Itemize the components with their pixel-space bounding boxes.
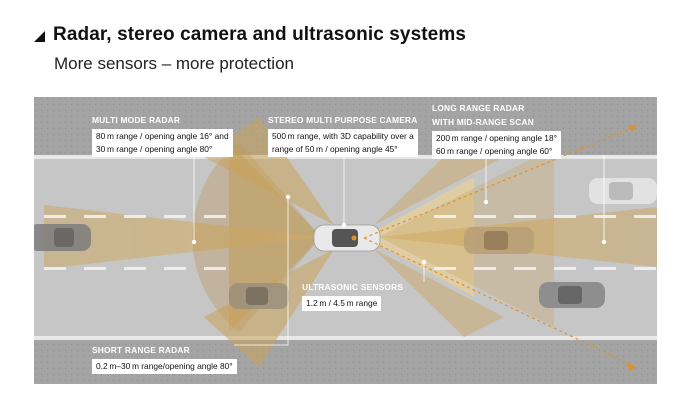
stereo-camera-line1: 500 m range, with 3D capability over a <box>272 131 414 141</box>
stereo-camera-spec: 500 m range, with 3D capability over a r… <box>268 129 418 157</box>
label-long-range-radar: LONG RANGE RADAR WITH MID-RANGE SCAN 200… <box>432 101 561 159</box>
long-range-radar-heading1: LONG RANGE RADAR <box>432 103 525 113</box>
long-range-radar-line1: 200 m range / opening angle 18° <box>436 133 557 143</box>
ultrasonic-heading: ULTRASONIC SENSORS <box>302 282 404 292</box>
label-ultrasonic: ULTRASONIC SENSORS 1.2 m / 4.5 m range <box>302 280 403 311</box>
multi-mode-radar-heading: MULTI MODE RADAR <box>92 115 181 125</box>
ego-vehicle <box>313 224 381 252</box>
short-range-radar-heading: SHORT RANGE RADAR <box>92 345 190 355</box>
title: Radar, stereo camera and ultrasonic syst… <box>34 24 466 46</box>
ultrasonic-spec: 1.2 m / 4.5 m range <box>302 296 382 311</box>
title-text: Radar, stereo camera and ultrasonic syst… <box>53 24 466 45</box>
multi-mode-radar-line2: 30 m range / opening angle 80° <box>96 144 213 154</box>
car-right-top <box>589 178 657 204</box>
stereo-camera-heading: STEREO MULTI PURPOSE CAMERA <box>268 115 418 125</box>
rear-long-radar-cone <box>44 205 321 269</box>
multi-mode-radar-line1: 80 m range / opening angle 16° and <box>96 131 229 141</box>
car-rear-left <box>34 224 91 251</box>
title-block: Radar, stereo camera and ultrasonic syst… <box>34 24 466 74</box>
sensor-diagram: MULTI MODE RADAR 80 m range / opening an… <box>34 97 657 384</box>
multi-mode-radar-spec: 80 m range / opening angle 16° and 30 m … <box>92 129 233 157</box>
triangle-icon <box>34 30 45 42</box>
stereo-camera-line2: range of 50 m / opening angle 45° <box>272 144 398 154</box>
short-range-radar-cone-fl <box>374 137 504 225</box>
car-front-center <box>464 227 534 254</box>
label-stereo-camera: STEREO MULTI PURPOSE CAMERA 500 m range,… <box>268 113 418 157</box>
short-range-radar-cone-rl <box>204 117 334 225</box>
long-range-radar-heading2: WITH MID-RANGE SCAN <box>432 117 534 127</box>
label-multi-mode-radar: MULTI MODE RADAR 80 m range / opening an… <box>92 113 233 157</box>
car-right-bottom <box>539 282 605 308</box>
label-short-range-radar: SHORT RANGE RADAR 0.2 m–30 m range/openi… <box>92 343 237 374</box>
detection-arrows <box>363 126 635 366</box>
short-range-radar-line1: 0.2 m–30 m range/opening angle 80° <box>96 361 233 371</box>
ultrasonic-line1: 1.2 m / 4.5 m range <box>306 298 378 308</box>
long-range-radar-line2: 60 m range / opening angle 60° <box>436 146 553 156</box>
car-left-bottom <box>229 283 289 309</box>
subtitle: More sensors – more protection <box>54 54 294 73</box>
short-range-radar-spec: 0.2 m–30 m range/opening angle 80° <box>92 359 237 374</box>
long-range-radar-spec: 200 m range / opening angle 18° 60 m ran… <box>432 131 561 159</box>
leader-lines <box>193 149 605 346</box>
short-range-radar-cone-fr <box>374 249 504 337</box>
